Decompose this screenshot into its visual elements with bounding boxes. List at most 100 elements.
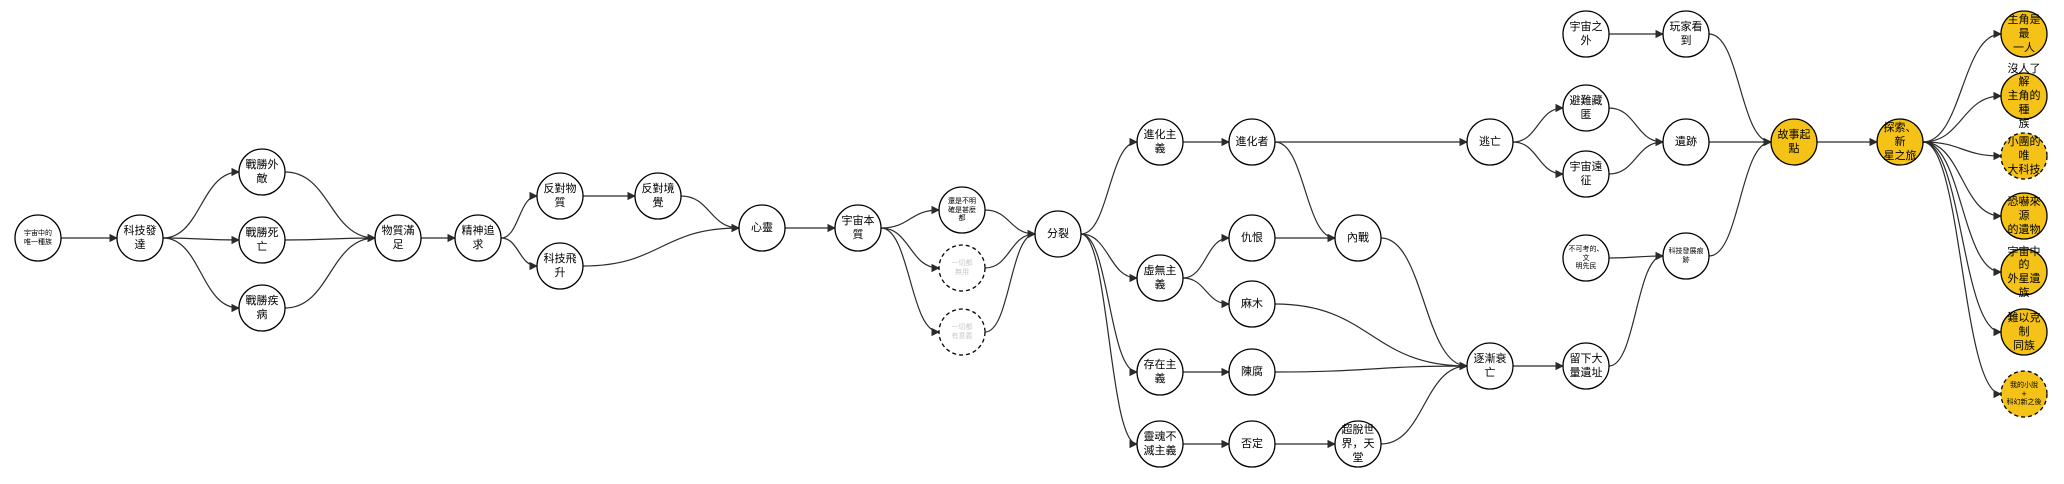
edge-n_split-to-n_evolution [1080,137,1138,235]
node-circle-n_hatred[interactable] [1228,214,1276,262]
edge-n_decadence-to-n_numb [1182,277,1230,309]
node-circle-n_split[interactable] [1034,210,1082,258]
edge-n_tech_trace-to-n_story_start [1708,137,1772,257]
node-circle-n_numb[interactable] [1228,280,1276,328]
node-label-n_hatred: 仇恨 [1241,231,1263,245]
node-circle-n_ruins[interactable] [1662,118,1710,166]
node-label-n_spiritual: 精神追 求 [461,224,495,251]
node-label-n_nihilism: 靈魂不 滅主義 [1143,430,1177,457]
node-circle-n_extinct[interactable] [1466,342,1514,390]
node-label-n_beyond: 宇宙之 外 [1569,20,1603,47]
node-label-n_essence: 宇宙本 質 [841,214,875,241]
node-circle-n_player_see[interactable] [1662,10,1710,58]
node-circle-n_beyond[interactable] [1562,10,1610,58]
node-label-n_story_start: 故事起點 [1777,128,1811,155]
node-circle-n_decadence[interactable] [1136,254,1184,302]
node-circle-n_out2[interactable] [2000,72,2048,120]
edge-n_explore-to-n_out6 [1922,141,2002,337]
node-label-n_unknown_civ: 不可考的、文 明先民 [1568,244,1604,271]
node-circle-n_leave_legacy[interactable] [1562,342,1610,390]
edge-n_split-to-n_existence [1080,233,1138,377]
node-label-n_player_see: 玩家看 到 [1669,20,1703,47]
edge-n_all_meaningless-to-n_split [984,229,1036,269]
node-label-n_deny: 否定 [1241,437,1263,451]
edge-n_tech_dev-to-n_defeat_disease [162,237,240,313]
node-circle-n_evolution[interactable] [1136,118,1184,166]
node-label-n_out3: 小團的唯 大科技 [2007,135,2041,176]
edge-n_split-to-n_nihilism [1080,233,1138,449]
node-circle-n_avoid[interactable] [1562,84,1610,132]
edge-n_essence-to-n_all_meaningless [880,227,940,273]
edge-n_numb-to-n_extinct [1274,303,1468,371]
node-label-n_defeat_death: 戰勝死 亡 [245,226,279,253]
node-label-n_defeat_aliens: 戰勝外 敵 [245,158,279,185]
node-circle-n_seek_space[interactable] [1562,150,1610,198]
node-label-n_universe_only: 宇宙中的 唯一種族 [24,229,52,246]
edge-n_explore-to-n_out7 [1922,141,2002,399]
node-label-n_mind: 心靈 [751,221,773,235]
node-label-n_transcend: 超脫世 界，天 堂 [1341,423,1375,464]
node-circle-n_unknown_civ[interactable] [1562,234,1610,282]
edge-n_transcend-to-n_extinct [1380,361,1468,445]
edge-n_loyal-to-n_extinct [1274,361,1468,373]
node-label-n_escape: 逃亡 [1479,135,1501,149]
node-label-n_civil_war: 內戰 [1347,231,1369,245]
edge-n_anti_env-to-n_mind [680,195,740,233]
node-circle-n_nihilism[interactable] [1136,420,1184,468]
node-label-n_explore: 探索、新 星之旅 [1883,121,1917,162]
node-circle-n_material[interactable] [374,214,422,262]
node-label-n_leave_legacy: 留下大 量遺址 [1569,352,1603,379]
node-label-n_anti_material: 反對物 質 [543,182,577,209]
node-label-n_tech_up: 科技飛 升 [543,252,577,279]
node-circle-n_out4[interactable] [2000,192,2048,240]
node-circle-n_tech_dev[interactable] [116,214,164,262]
node-circle-n_out3[interactable] [2000,132,2048,180]
edge-n_tech_dev-to-n_defeat_death [162,235,240,245]
node-circle-n_out1[interactable] [2000,10,2048,58]
node-label-n_extinct: 逐漸衰 亡 [1473,352,1507,379]
node-circle-n_evolver[interactable] [1228,118,1276,166]
node-circle-n_defeat_disease[interactable] [238,284,286,332]
node-circle-n_tech_up[interactable] [536,242,584,290]
edge-n_escape-to-n_avoid [1512,103,1564,143]
node-circle-n_transcend[interactable] [1334,420,1382,468]
node-label-n_out4: 恐嚇來源 的遺物 [2007,195,2041,236]
edge-n_defeat_disease-to-n_material [284,233,376,309]
node-circle-n_story_start[interactable] [1770,118,1818,166]
node-label-n_all_meaning: 一切都 有意義 [951,323,973,340]
node-circle-n_explore[interactable] [1876,118,1924,166]
node-circle-n_universe_only[interactable] [14,214,62,262]
node-label-n_tech_dev: 科技發 達 [123,224,157,251]
node-circle-n_civil_war[interactable] [1334,214,1382,262]
node-circle-n_out6[interactable] [2000,308,2048,356]
node-circle-n_defeat_death[interactable] [238,216,286,264]
edge-n_explore-to-n_out5 [1922,141,2002,277]
node-label-n_split: 分裂 [1047,227,1069,241]
node-circle-n_defeat_aliens[interactable] [238,148,286,196]
node-label-n_defeat_disease: 戰勝疾 病 [245,294,279,321]
edge-n_tech_dev-to-n_defeat_aliens [162,167,240,239]
node-circle-n_spiritual[interactable] [454,214,502,262]
node-label-n_undecided: 還是不明 確是甚麼 都 [948,196,976,223]
node-circle-n_all_meaningless[interactable] [938,244,986,292]
node-circle-n_escape[interactable] [1466,118,1514,166]
edge-n_evolver-to-n_civil_war [1274,141,1336,243]
node-label-n_out2: 沒人了解 主角的種 族 [2007,61,2041,130]
node-label-n_evolver: 進化者 [1235,135,1269,149]
node-circle-n_anti_material[interactable] [536,172,584,220]
node-circle-n_out7[interactable] [2000,370,2048,418]
node-circle-n_essence[interactable] [834,204,882,252]
node-circle-n_deny[interactable] [1228,420,1276,468]
node-label-n_existence: 存在主 義 [1143,358,1177,385]
node-circle-n_mind[interactable] [738,204,786,252]
node-circle-n_undecided[interactable] [938,186,986,234]
node-circle-n_tech_trace[interactable] [1662,232,1710,280]
node-circle-n_loyal[interactable] [1228,348,1276,396]
node-circle-n_existence[interactable] [1136,348,1184,396]
edge-n_tech_up-to-n_mind [582,223,740,267]
node-circle-n_out5[interactable] [2000,248,2048,296]
node-circle-n_all_meaning[interactable] [938,308,986,356]
node-label-n_avoid: 避難藏匿 [1569,94,1603,121]
node-circle-n_anti_env[interactable] [634,172,682,220]
